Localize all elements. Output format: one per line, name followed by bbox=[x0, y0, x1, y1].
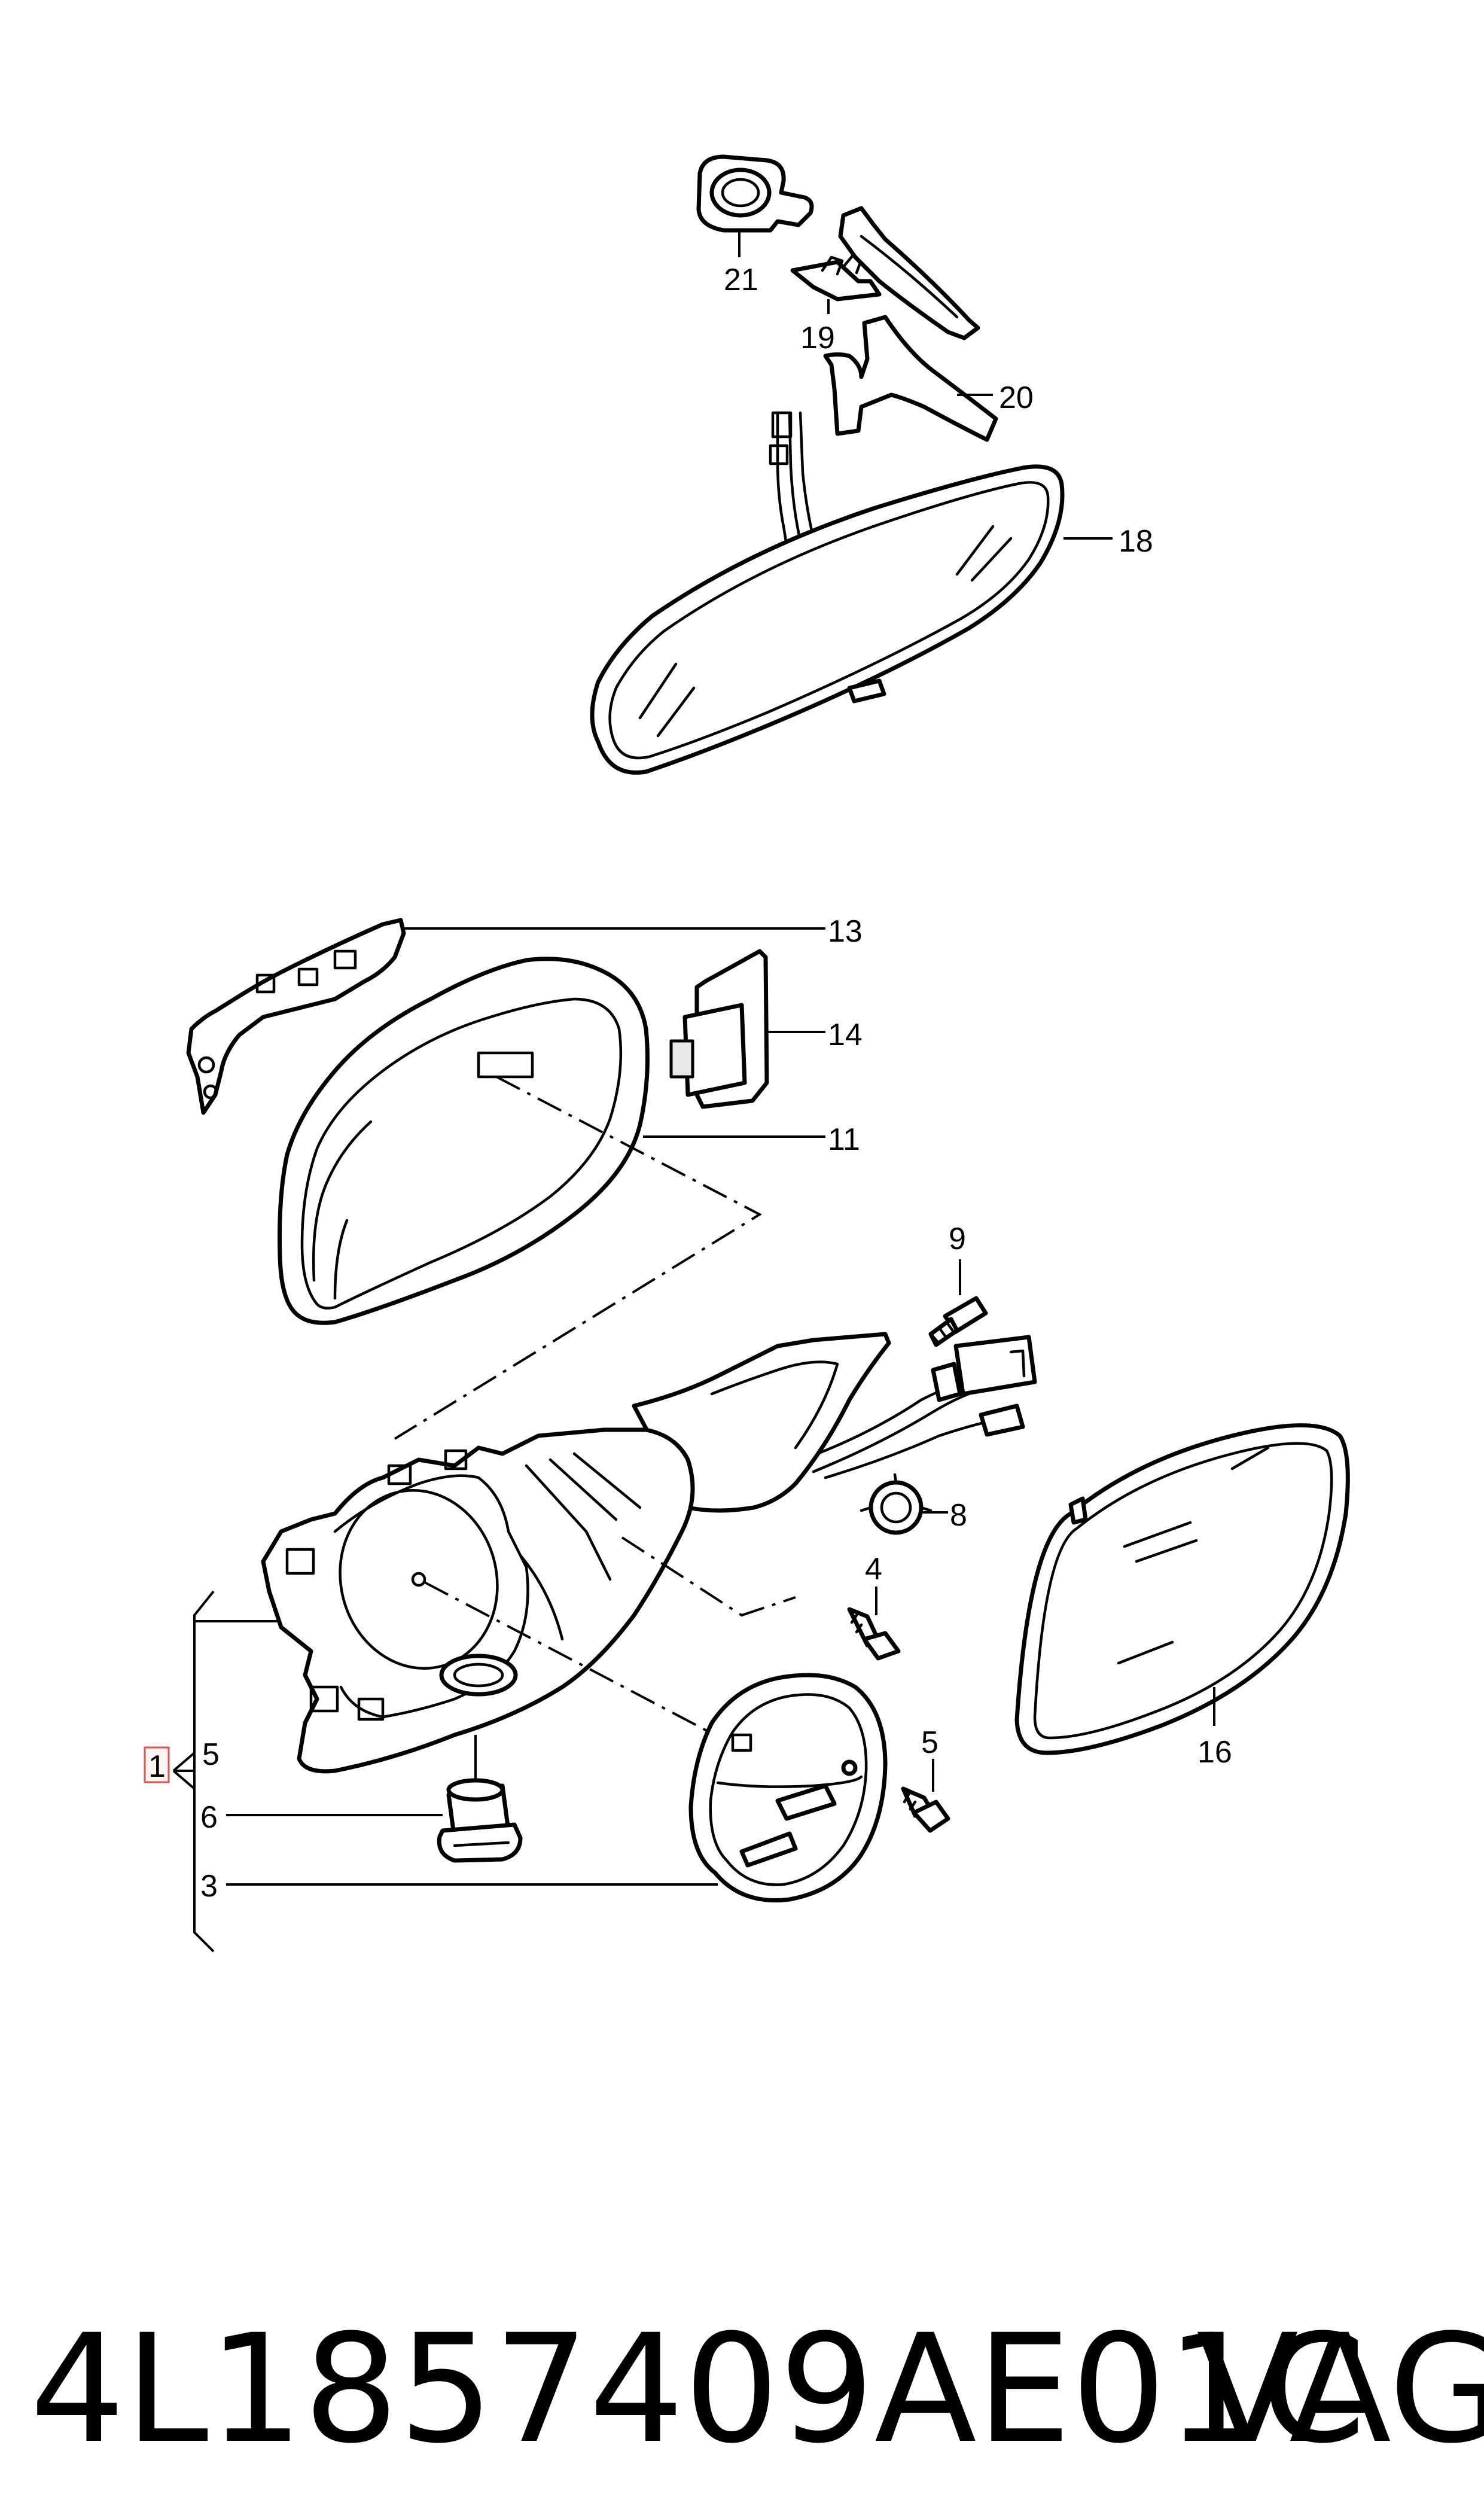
part-6-bushing[interactable] bbox=[437, 1778, 523, 1863]
callout-13: 13 bbox=[828, 914, 863, 949]
callout-6: 6 bbox=[200, 1800, 218, 1835]
callout-9: 9 bbox=[949, 1222, 966, 1256]
footer-part-number: 4L1857409AE01C bbox=[30, 2302, 1366, 2476]
part-3-actuator[interactable] bbox=[688, 1673, 888, 1903]
footer-brand: VAG bbox=[1196, 2302, 1484, 2476]
part-19-clip[interactable] bbox=[790, 254, 882, 302]
part-5-screw[interactable] bbox=[901, 1786, 950, 1833]
callout-4: 4 bbox=[865, 1552, 882, 1587]
wiring-harness[interactable] bbox=[800, 1335, 1037, 1479]
callout-18: 18 bbox=[1119, 524, 1153, 559]
part-13-trim-bracket[interactable] bbox=[186, 918, 406, 1115]
callout-3: 3 bbox=[200, 1869, 218, 1904]
callout-19: 19 bbox=[800, 321, 835, 355]
callout-20: 20 bbox=[999, 380, 1034, 415]
part-1-highlight[interactable] bbox=[144, 1746, 170, 1783]
part-4-screw[interactable] bbox=[847, 1607, 901, 1661]
part-20-mirror-mount[interactable] bbox=[823, 315, 998, 442]
assembly-bracket bbox=[172, 1590, 281, 1953]
part-11-housing-cap[interactable] bbox=[278, 957, 650, 1325]
part-9-screw[interactable] bbox=[928, 1296, 988, 1347]
part-21-sensor[interactable] bbox=[696, 154, 814, 233]
callout-16: 16 bbox=[1197, 1735, 1232, 1770]
callout-14: 14 bbox=[828, 1018, 863, 1052]
callout-5-bracket: 5 bbox=[202, 1737, 220, 1772]
callout-1: 1 bbox=[148, 1749, 166, 1784]
callout-8: 8 bbox=[950, 1498, 967, 1533]
part-8-grommet[interactable] bbox=[860, 1473, 933, 1535]
callout-21: 21 bbox=[724, 263, 758, 297]
callout-11: 11 bbox=[828, 1122, 860, 1157]
mirror-base-assembly[interactable] bbox=[261, 1332, 891, 1774]
mirror-mount-cover[interactable] bbox=[838, 206, 980, 340]
part-14-turn-signal[interactable] bbox=[669, 949, 769, 1109]
part-18-interior-mirror[interactable] bbox=[590, 464, 1065, 775]
callout-5-screw: 5 bbox=[921, 1725, 938, 1760]
part-16-mirror-glass[interactable] bbox=[1014, 1423, 1350, 1755]
